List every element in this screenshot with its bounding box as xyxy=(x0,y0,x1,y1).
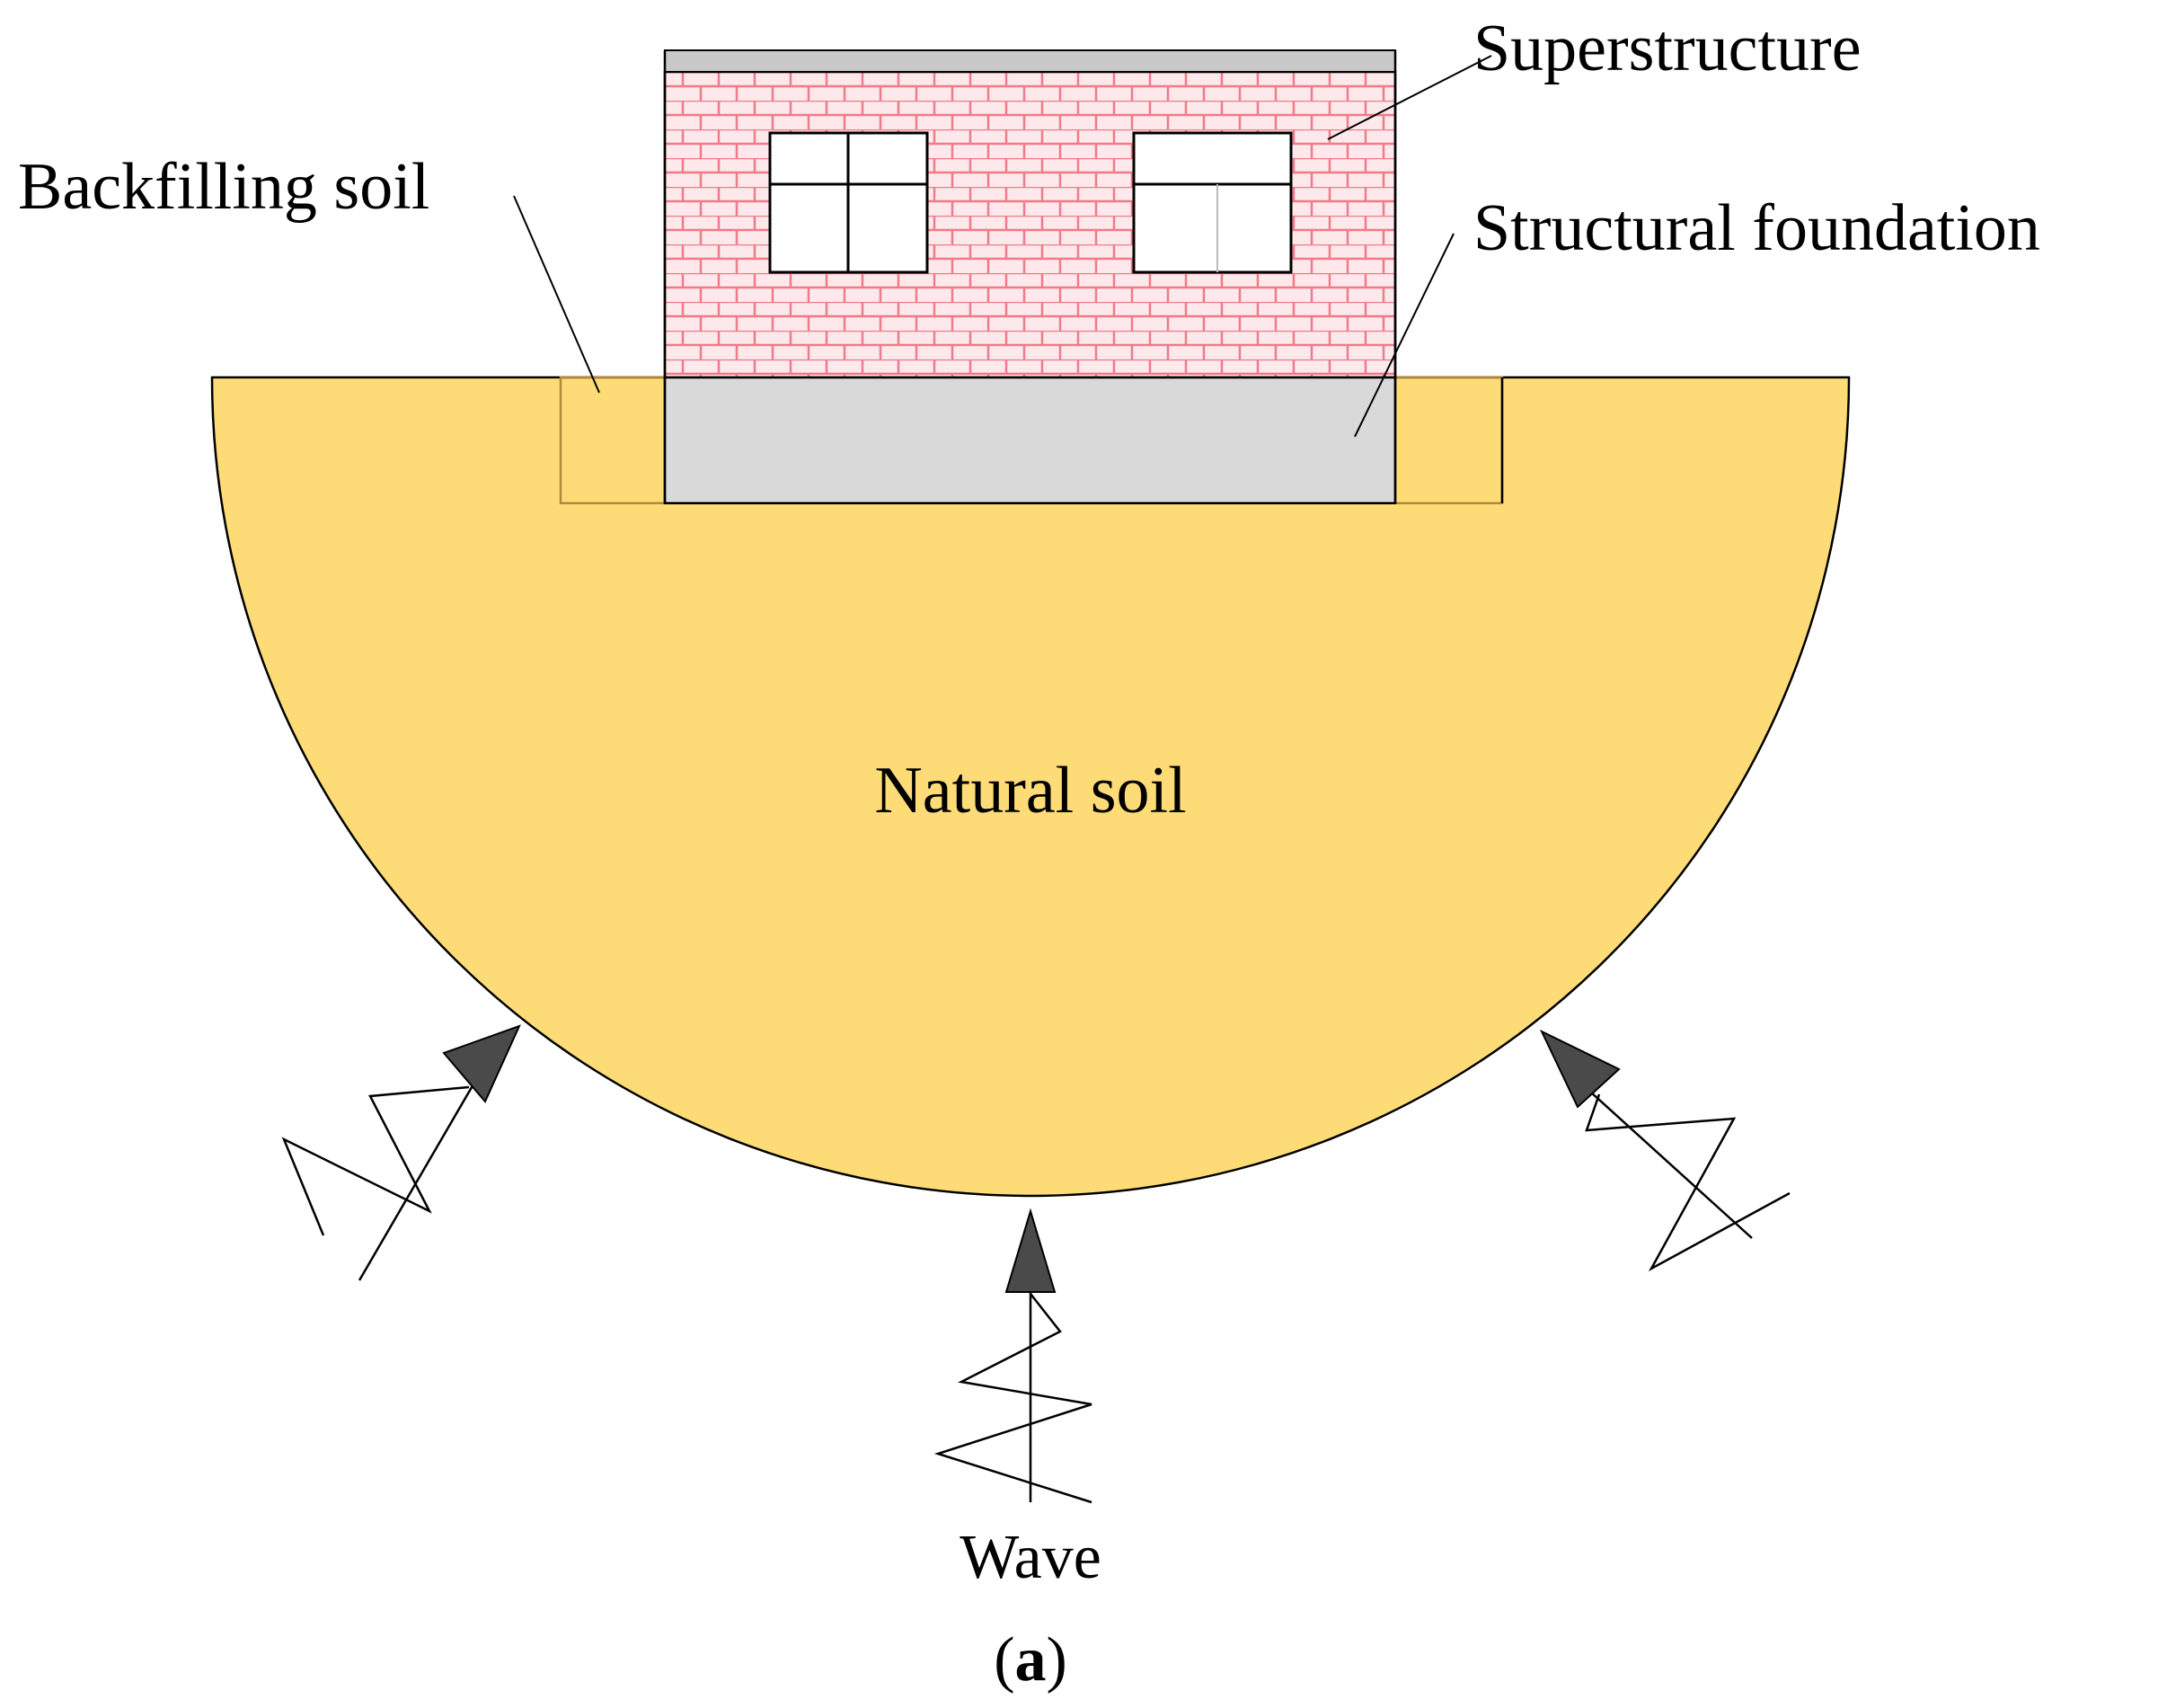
caption-close-paren: ) xyxy=(1047,1625,1067,1695)
backfilling-soil-leader-line xyxy=(513,195,600,394)
right-wave-input xyxy=(1539,1029,1791,1272)
structural-foundation-block xyxy=(663,376,1397,505)
left-window xyxy=(768,131,929,274)
bottom-wave-input xyxy=(933,1208,1092,1504)
backfilling-soil-label: Backfilling soil xyxy=(18,150,429,224)
caption-open-paren: ( xyxy=(994,1625,1014,1695)
left-wave-arrow-icon xyxy=(442,1024,521,1103)
roof-slab xyxy=(664,49,1396,73)
natural-soil-region xyxy=(210,376,1851,1198)
wave-label: Wave xyxy=(960,1523,1101,1592)
superstructure-leader-line xyxy=(1327,55,1492,140)
natural-soil-label: Natural soil xyxy=(874,754,1186,827)
caption-letter: a xyxy=(1015,1625,1047,1695)
superstructure-label: Superstructure xyxy=(1473,12,1862,85)
figure-caption: (a) xyxy=(994,1625,1067,1695)
right-window xyxy=(1132,131,1293,274)
structural-foundation-label: Structural foundation xyxy=(1473,191,2040,265)
left-wave-input xyxy=(281,1024,521,1281)
structural-foundation-leader-line xyxy=(1354,233,1455,438)
bottom-wave-arrow-icon xyxy=(1004,1208,1057,1293)
right-wave-arrow-icon xyxy=(1539,1029,1621,1109)
